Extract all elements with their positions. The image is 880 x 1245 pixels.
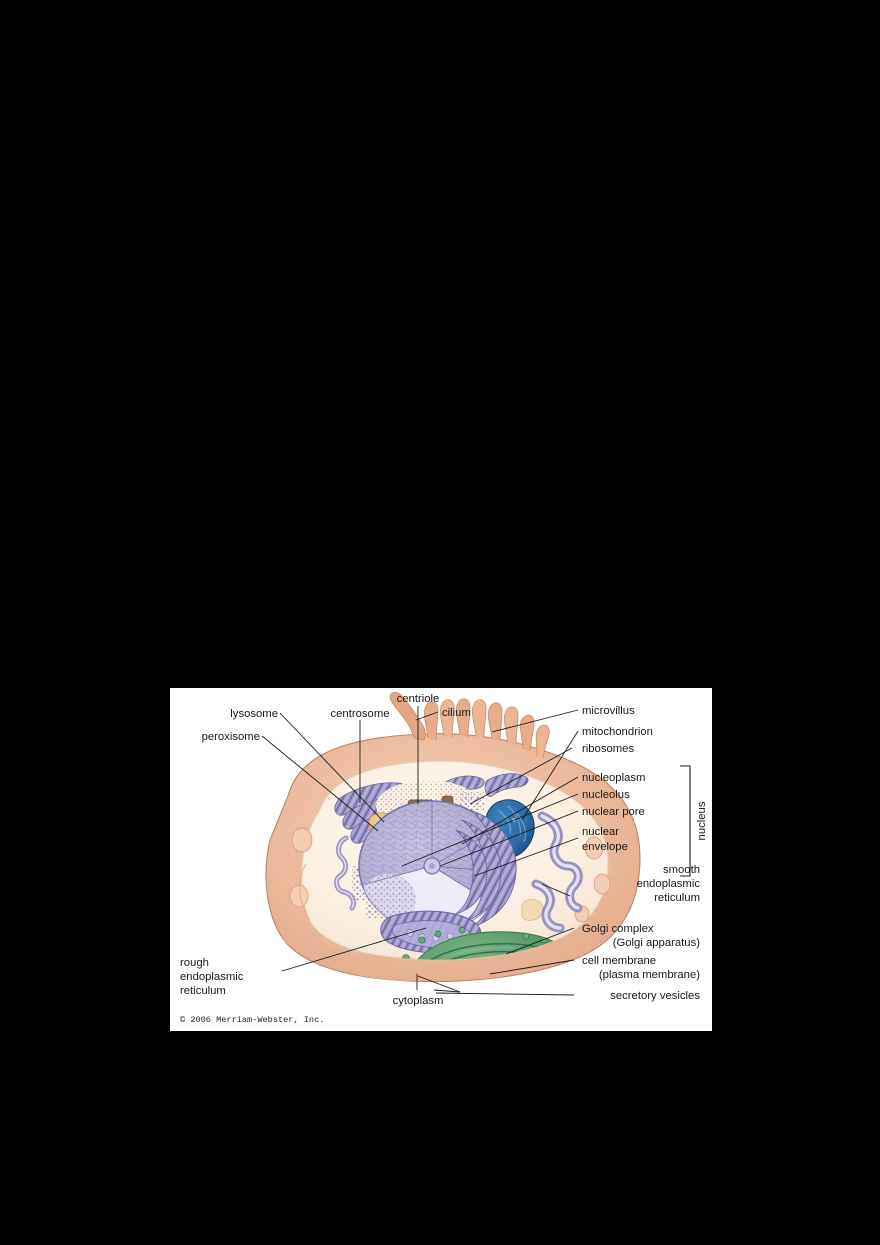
label-rough-er-line3: reticulum bbox=[180, 985, 226, 997]
leader-secretory-vesicles-b bbox=[417, 975, 461, 993]
copyright-credit: © 2006 Merriam-Webster, Inc. bbox=[180, 1015, 324, 1025]
leader-nuclear-envelope bbox=[473, 837, 579, 877]
leader-smooth-er bbox=[541, 883, 571, 897]
leader-cilium bbox=[415, 711, 439, 721]
leader-lines-group bbox=[261, 706, 579, 996]
microvillus-shape bbox=[423, 698, 550, 759]
label-rough-er-line2: endoplasmic bbox=[180, 971, 244, 983]
label-rough-er-line1: rough bbox=[180, 957, 209, 969]
label-golgi-line2: (Golgi apparatus) bbox=[613, 937, 701, 949]
label-smooth-er-line1: smooth bbox=[663, 864, 700, 876]
label-cell-membrane-line2: (plasma membrane) bbox=[599, 969, 700, 981]
nucleus-bracket: nucleus bbox=[680, 765, 708, 877]
leader-cell-membrane bbox=[489, 959, 575, 975]
cilium-shape bbox=[389, 692, 426, 741]
label-mitochondrion: mitochondrion bbox=[582, 726, 653, 738]
cell-diagram-svg: nucleus lysosome peroxisome centrosome c… bbox=[180, 692, 708, 1025]
smooth-endoplasmic-reticulum-shape-right bbox=[531, 811, 583, 933]
cell-diagram-figure: nucleus lysosome peroxisome centrosome c… bbox=[170, 688, 712, 1031]
label-nucleolus: nucleolus bbox=[582, 789, 630, 801]
label-smooth-er-line3: reticulum bbox=[654, 892, 700, 904]
label-ribosomes: ribosomes bbox=[582, 743, 634, 755]
label-centrosome: centrosome bbox=[330, 708, 389, 720]
leader-lysosome bbox=[279, 712, 385, 823]
leader-rough-er bbox=[281, 927, 427, 972]
label-cytoplasm: cytoplasm bbox=[393, 995, 444, 1007]
cell-body-group bbox=[265, 692, 641, 983]
leader-nucleolus bbox=[401, 793, 579, 867]
leader-microvillus bbox=[491, 709, 579, 733]
leader-ribosomes bbox=[469, 747, 573, 805]
leader-mitochondrion bbox=[521, 730, 579, 821]
label-lysosome: lysosome bbox=[230, 708, 278, 720]
leader-secretory-vesicles bbox=[435, 992, 575, 996]
label-peroxisome: peroxisome bbox=[202, 731, 260, 743]
leader-golgi bbox=[505, 927, 575, 955]
nucleus-bracket-label: nucleus bbox=[696, 801, 708, 840]
label-nuclear-envelope-line2: envelope bbox=[582, 841, 628, 853]
labels-group: lysosome peroxisome centrosome centriole… bbox=[180, 693, 700, 1007]
label-golgi-line1: Golgi complex bbox=[582, 923, 654, 935]
label-secretory-vesicles: secretory vesicles bbox=[610, 990, 700, 1002]
label-nuclear-pore: nuclear pore bbox=[582, 806, 645, 818]
leader-nucleoplasm bbox=[461, 776, 579, 845]
label-microvillus: microvillus bbox=[582, 705, 635, 717]
leader-secretory-vesicles-c bbox=[433, 989, 461, 993]
secretory-vesicles-shape bbox=[402, 926, 548, 960]
label-nuclear-envelope-line1: nuclear bbox=[582, 826, 619, 838]
leader-peroxisome bbox=[261, 735, 379, 832]
label-centriole: centriole bbox=[397, 693, 440, 705]
leader-nuclear-pore bbox=[439, 810, 579, 867]
label-cilium: cilium bbox=[442, 707, 471, 719]
label-cell-membrane-line1: cell membrane bbox=[582, 955, 656, 967]
label-smooth-er-line2: endoplasmic bbox=[637, 878, 701, 890]
label-nucleoplasm: nucleoplasm bbox=[582, 772, 645, 784]
